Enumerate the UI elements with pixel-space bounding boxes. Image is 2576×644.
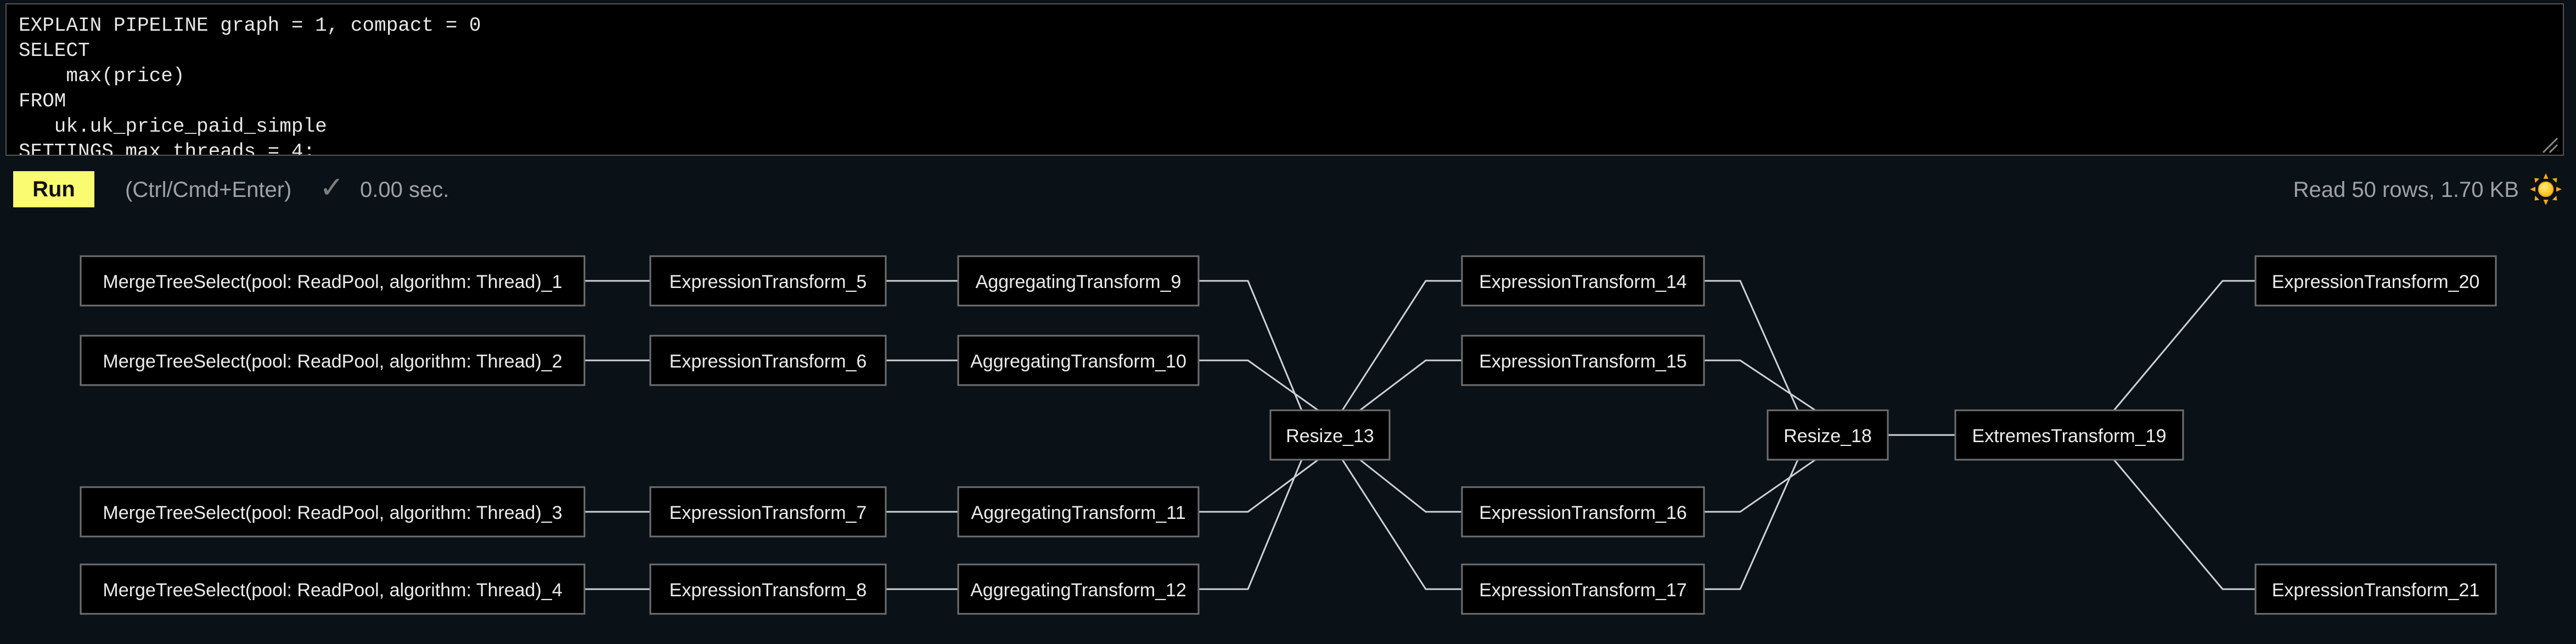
pipeline-node-AggregatingTransform_12: [957, 563, 1200, 615]
pipeline-edge: [1704, 359, 1816, 411]
pipeline-edge: [2113, 280, 2256, 411]
pipeline-node-label: MergeTreeSelect(pool: ReadPool, algorith…: [103, 580, 562, 601]
pipeline-node-label: MergeTreeSelect(pool: ReadPool, algorith…: [103, 272, 562, 292]
pipeline-node-ExpressionTransform_16: [1461, 486, 1705, 538]
pipeline-node-ExpressionTransform_8: [649, 563, 887, 615]
pipeline-node-AggregatingTransform_9: [957, 255, 1200, 307]
pipeline-node-ExpressionTransform_21: [2254, 563, 2497, 615]
pipeline-node-MergeTreeSelect(pool: ReadPool, algorithm: Thread)_1: [80, 255, 586, 307]
pipeline-node-AggregatingTransform_11: [957, 486, 1200, 538]
pipeline-node-label: ExpressionTransform_20: [2272, 272, 2480, 292]
run-button[interactable]: Run: [13, 171, 94, 207]
pipeline-node-label: ExpressionTransform_14: [1479, 272, 1687, 292]
pipeline-node-label: ExpressionTransform_5: [670, 272, 867, 292]
pipeline-node-label: AggregatingTransform_12: [970, 580, 1186, 601]
pipeline-node-ExpressionTransform_6: [649, 335, 887, 386]
pipeline-node-Resize_18: [1767, 409, 1889, 461]
pipeline-node-MergeTreeSelect(pool: ReadPool, algorithm: Thread)_4: [80, 563, 586, 615]
pipeline-node-label: ExpressionTransform_21: [2272, 580, 2480, 601]
pipeline-edge: [1359, 459, 1462, 513]
pipeline-edge: [2113, 459, 2256, 590]
pipeline-node-ExpressionTransform_15: [1461, 335, 1705, 386]
sun-core: [2538, 181, 2554, 197]
pipeline-node-label: AggregatingTransform_11: [971, 502, 1185, 523]
pipeline-edge: [1359, 359, 1462, 411]
pipeline-edge: [1704, 280, 1799, 411]
pipeline-node-label: MergeTreeSelect(pool: ReadPool, algorith…: [103, 502, 562, 523]
pipeline-node-ExtremesTransform_19: [1954, 409, 2184, 461]
pipeline-edge: [1199, 459, 1303, 590]
pipeline-node-ExpressionTransform_20: [2254, 255, 2497, 307]
pipeline-node-AggregatingTransform_10: [957, 335, 1200, 386]
pipeline-edge: [1341, 459, 1462, 590]
pipeline-node-ExpressionTransform_5: [649, 255, 887, 307]
sql-editor-input[interactable]: EXPLAIN PIPELINE graph = 1, compact = 0 …: [5, 3, 2564, 156]
pipeline-node-label: ExtremesTransform_19: [1972, 426, 2167, 447]
pipeline-node-label: ExpressionTransform_15: [1479, 351, 1687, 372]
pipeline-node-label: ExpressionTransform_7: [670, 502, 867, 523]
pipeline-node-MergeTreeSelect(pool: ReadPool, algorithm: Thread)_2: [80, 335, 586, 386]
read-stats: Read 50 rows, 1.70 KB: [2293, 178, 2519, 202]
pipeline-node-label: ExpressionTransform_8: [670, 580, 867, 601]
run-shortcut-hint: (Ctrl/Cmd+Enter): [125, 178, 292, 202]
pipeline-edge: [1199, 359, 1319, 411]
elapsed-time: 0.00 sec.: [360, 178, 449, 202]
pipeline-node-Resize_13: [1269, 409, 1391, 461]
pipeline-node-label: AggregatingTransform_9: [976, 272, 1182, 292]
pipeline-node-label: Resize_13: [1286, 426, 1374, 447]
pipeline-node-label: ExpressionTransform_16: [1479, 502, 1687, 523]
pipeline-node-label: ExpressionTransform_6: [670, 351, 867, 372]
pipeline-node-ExpressionTransform_17: [1461, 563, 1705, 615]
pipeline-node-label: MergeTreeSelect(pool: ReadPool, algorith…: [103, 351, 562, 372]
pipeline-edge: [1704, 459, 1799, 590]
pipeline-node-label: AggregatingTransform_10: [970, 351, 1186, 372]
pipeline-node-ExpressionTransform_14: [1461, 255, 1705, 307]
pipeline-node-label: ExpressionTransform_17: [1479, 580, 1687, 601]
success-check-icon: ✓: [319, 171, 345, 204]
pipeline-edge: [1199, 280, 1303, 411]
pipeline-node-MergeTreeSelect(pool: ReadPool, algorithm: Thread)_3: [80, 486, 586, 538]
sun-rays: [2530, 173, 2562, 205]
sun-icon[interactable]: [2530, 173, 2562, 205]
pipeline-edge: [1341, 280, 1462, 411]
pipeline-node-ExpressionTransform_7: [649, 486, 887, 538]
pipeline-edge: [1199, 459, 1319, 513]
pipeline-node-label: Resize_18: [1784, 426, 1872, 447]
pipeline-edge: [1704, 459, 1816, 513]
